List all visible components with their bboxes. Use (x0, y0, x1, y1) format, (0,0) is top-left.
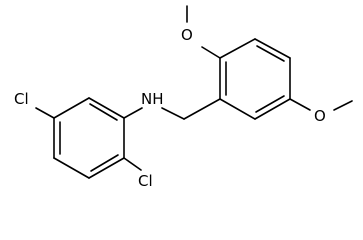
structure-diagram: Cl Cl NH O O (14, 5, 353, 190)
bond (88, 157, 125, 179)
bond (219, 98, 256, 120)
dimethoxyphenyl-ring (219, 38, 291, 120)
chlorine-label-top: Cl (14, 90, 29, 108)
bond-nh-to-ch2 (161, 107, 185, 120)
oxygen-label-right: O (314, 107, 326, 125)
double-bond (89, 103, 118, 121)
oxygen-label-top: O (181, 26, 193, 44)
bond-to-cl-bottom (123, 157, 142, 171)
amine-label: NH (141, 90, 164, 108)
chlorine-label-bottom: Cl (138, 172, 153, 190)
bond (53, 97, 90, 119)
bond-ch2-to-ring (183, 98, 221, 120)
bond-ring-to-o-top (201, 46, 221, 59)
bond-ring-to-o-right (289, 98, 311, 111)
bond (88, 97, 125, 119)
bond-o-right-to-methyl (333, 100, 353, 111)
molecule-drawing: Cl Cl NH O O (14, 5, 353, 190)
bond (53, 157, 90, 179)
double-bond (90, 154, 119, 172)
dichlorophenyl-ring (53, 97, 125, 179)
bond-ring-to-nh (123, 107, 143, 119)
bond (254, 38, 291, 59)
bond (219, 38, 256, 59)
double-bond (256, 45, 285, 62)
bond-to-cl-top (35, 107, 55, 119)
double-bond (255, 95, 285, 113)
bond (254, 98, 291, 120)
